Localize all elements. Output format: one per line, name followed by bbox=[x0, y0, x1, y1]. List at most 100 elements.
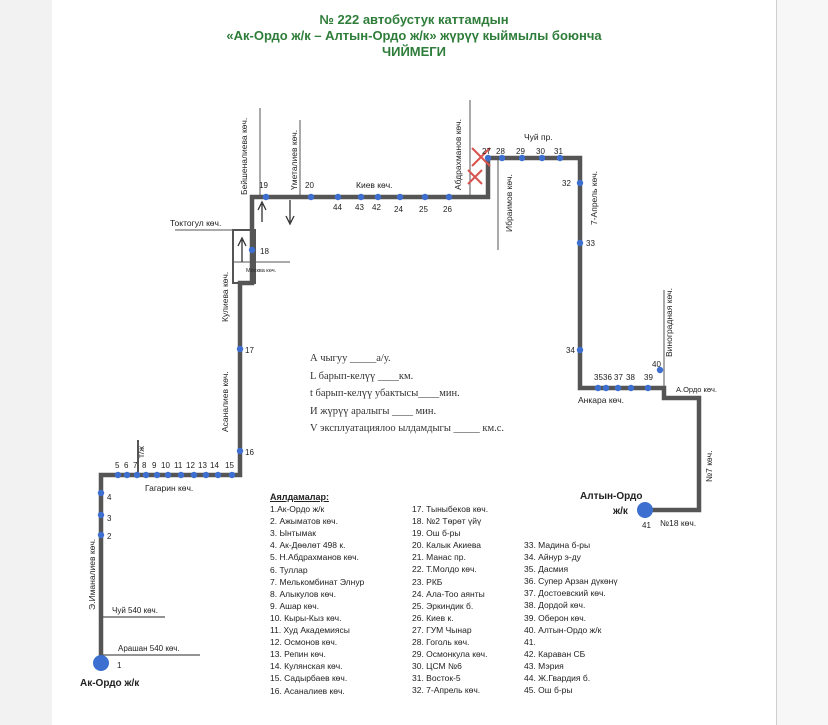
stop-number: 29 bbox=[516, 147, 525, 156]
terminal-end-label: Алтын-Ордо bbox=[580, 491, 642, 502]
closed-cross-icon bbox=[467, 147, 491, 185]
stop-dot bbox=[357, 193, 365, 201]
legend-item: 11. Худ Академиясы bbox=[270, 625, 350, 636]
stop-number: 9 bbox=[152, 461, 157, 470]
terminal-end-marker bbox=[637, 502, 653, 518]
legend-item: 2. Ажыматов көч. bbox=[270, 516, 338, 527]
street-label: Асаналиев көч. bbox=[220, 371, 230, 432]
legend-item: 32. 7-Апрель көч. bbox=[412, 685, 481, 696]
stop-dot bbox=[190, 471, 198, 479]
legend-item: 20. Калык Акиева bbox=[412, 540, 482, 551]
stop-dot bbox=[576, 179, 584, 187]
street-label: №18 көч. bbox=[660, 518, 696, 528]
stop-dot bbox=[576, 239, 584, 247]
stop-number: 12 bbox=[186, 461, 195, 470]
stop-number: 15 bbox=[225, 461, 234, 470]
legend-item: 1.Ак-Ордо ж/к bbox=[270, 504, 325, 515]
stop-number: 33 bbox=[586, 239, 595, 248]
stop-dot bbox=[614, 384, 622, 392]
legend-item: 28. Гоголь көч. bbox=[412, 637, 470, 648]
map-sheet bbox=[52, 0, 776, 725]
legend-item: 25. Эркиндик б. bbox=[412, 600, 474, 611]
stop-numbers: 2 3 4 5 6 7 8 9 10 11 12 13 14 15 16 17 … bbox=[107, 147, 661, 541]
stop-number: 35 bbox=[594, 373, 603, 382]
stop-number: 26 bbox=[443, 205, 452, 214]
stop-number: 36 bbox=[603, 373, 612, 382]
street-label: 7-Апрель көч. bbox=[589, 171, 599, 225]
title-line-1: № 222 автобустук каттамдын bbox=[319, 12, 509, 27]
street-label: Абдрахманов көч. bbox=[453, 119, 463, 190]
legend-item: 36. Супер Арзан дүкөнү bbox=[524, 576, 618, 587]
stop-dot bbox=[556, 154, 564, 162]
legend-item: 29. Осмонкула көч. bbox=[412, 649, 488, 660]
legend-item: 26. Киев к. bbox=[412, 612, 454, 623]
legend-item: 10. Кыры-Кыз көч. bbox=[270, 612, 342, 623]
terminal-start-marker bbox=[93, 655, 109, 671]
stop-dot bbox=[594, 384, 602, 392]
legend-item: 22. Т.Молдо көч. bbox=[412, 564, 477, 575]
route-info-block: А чыгуу _____а/у. L барып-келүү ____км. … bbox=[310, 350, 504, 438]
stop-number: 38 bbox=[626, 373, 635, 382]
legend-item: 8. Алыкулов көч. bbox=[270, 588, 336, 599]
legend-item: 43. Мэрия bbox=[524, 660, 564, 671]
title-line-3: ЧИЙМЕГИ bbox=[381, 44, 447, 59]
stop-dot bbox=[374, 193, 382, 201]
stop-dot bbox=[133, 471, 141, 479]
stop-number: 30 bbox=[536, 147, 545, 156]
stops-group bbox=[97, 154, 664, 539]
terminal-end-label: ж/к bbox=[612, 506, 629, 517]
legend-item: 17. Тыныбеков көч. bbox=[412, 504, 489, 514]
legend-item: 15. Садырбаев көч. bbox=[270, 673, 348, 684]
legend-item: 13. Репин көч. bbox=[270, 649, 326, 660]
stop-dot bbox=[518, 154, 526, 162]
street-label: №7 көч. bbox=[704, 451, 714, 482]
stop-number: 13 bbox=[198, 461, 207, 470]
stop-number: 28 bbox=[496, 147, 505, 156]
stop-dot bbox=[202, 471, 210, 479]
stop-dot bbox=[627, 384, 635, 392]
stop-dot bbox=[498, 154, 506, 162]
stop-number: 31 bbox=[554, 147, 563, 156]
street-label: Э.Иманалиев көч. bbox=[87, 539, 97, 610]
stop-dot bbox=[153, 471, 161, 479]
street-label: Анкара көч. bbox=[578, 395, 624, 405]
stop-dot bbox=[538, 154, 546, 162]
legend-item: 37. Достоевский көч. bbox=[524, 588, 606, 599]
stop-number: 17 bbox=[245, 346, 254, 355]
legend-item: 3. Ынтымак bbox=[270, 528, 316, 539]
legend-header: Аялдамалар: bbox=[270, 492, 329, 502]
info-line: И жүрүү аралыгы ____ мин. bbox=[310, 405, 437, 417]
stop-number: 34 bbox=[566, 346, 575, 355]
stop-dot bbox=[114, 471, 122, 479]
stop-number: 14 bbox=[210, 461, 219, 470]
legend-item: 27. ГУМ Чынар bbox=[412, 624, 472, 635]
stop-dot bbox=[142, 471, 150, 479]
street-label: Үметалиев көч. bbox=[289, 130, 299, 190]
arrow-up-icon bbox=[237, 236, 247, 262]
legend-item: 40. Алтын-Ордо ж/к bbox=[524, 624, 602, 635]
stop-dot bbox=[164, 471, 172, 479]
stop-dot bbox=[484, 154, 492, 162]
legend-item: 16. Асаналиев көч. bbox=[270, 685, 345, 696]
legend-item: 39. Оберон көч. bbox=[524, 612, 587, 623]
stop-number: 6 bbox=[124, 461, 129, 470]
stop-number: 4 bbox=[107, 493, 112, 502]
stop-dot bbox=[123, 471, 131, 479]
legend-item: 12. Осмонов көч. bbox=[270, 637, 338, 648]
street-label: Виноградная көч. bbox=[664, 288, 674, 357]
info-line: L барып-келүү ____км. bbox=[310, 370, 414, 382]
legend-item: 34. Айнур э-ду bbox=[524, 552, 581, 563]
stop-dot bbox=[97, 531, 105, 539]
stop-number: 32 bbox=[562, 179, 571, 188]
legend-item: 31. Восток-5 bbox=[412, 673, 461, 684]
info-line: А чыгуу _____а/у. bbox=[310, 353, 391, 364]
street-label: Гагарин көч. bbox=[145, 483, 193, 493]
stop-dot bbox=[396, 193, 404, 201]
stop-dot bbox=[177, 471, 185, 479]
street-label: Арашан 540 көч. bbox=[118, 644, 180, 653]
stop-number: 44 bbox=[333, 203, 342, 212]
legend-item: 35. Дасмия bbox=[524, 564, 569, 575]
info-line: t барып-келүү убактысы____мин. bbox=[310, 388, 460, 399]
